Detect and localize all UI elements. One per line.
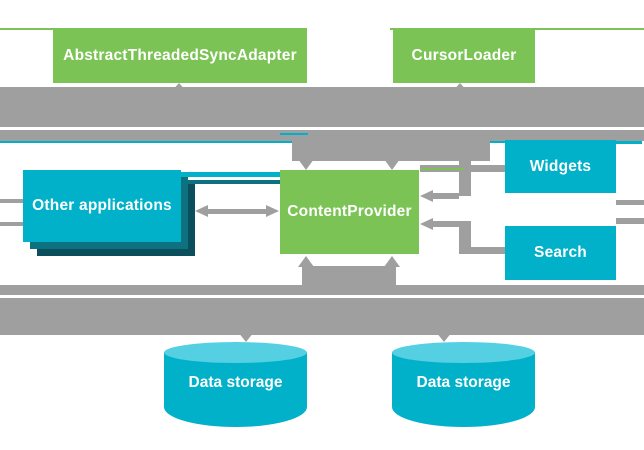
search-arrow-shaft: [431, 221, 459, 227]
search-node: Search: [505, 226, 616, 280]
right-edge-stub-1: [616, 199, 644, 205]
band-gap-line: [0, 126, 644, 130]
abstract-threaded-sync-adapter-node: AbstractThreadedSyncAdapter: [53, 28, 307, 83]
stack-edge-strip-dark: [181, 180, 281, 184]
arrowhead-up-cursorloader: [452, 83, 468, 92]
arrow-band-lower-1: [0, 285, 644, 295]
arrow-band-lower-2: [0, 298, 644, 335]
left-edge-stub-1: [0, 198, 23, 203]
stack-edge-strip-bright: [181, 171, 281, 177]
arrowhead-search-into-contentprovider: [420, 218, 433, 230]
data-storage-left-text: Data storage: [188, 374, 283, 391]
abstract-threaded-sync-adapter-label: AbstractThreadedSyncAdapter: [63, 46, 297, 64]
green-edge-line-connector: [420, 167, 464, 170]
content-provider-label: ContentProvider: [287, 203, 412, 220]
double-arrow-shaft: [205, 208, 268, 214]
green-edge-line-left: [0, 28, 53, 31]
arrowhead-up-contentprovider-1: [298, 256, 314, 267]
arrowhead-down-storage-left: [238, 332, 254, 342]
teal-edge-line-mid: [280, 133, 308, 135]
data-storage-left-label: Data storage: [164, 352, 307, 414]
widgets-node: Widgets: [505, 140, 616, 193]
data-storage-right-text: Data storage: [416, 374, 511, 391]
arrowhead-into-other-applications: [195, 205, 208, 217]
arrow-band-top: [0, 86, 644, 127]
search-label: Search: [534, 244, 587, 261]
widgets-arrow-shaft: [431, 193, 459, 199]
arrowhead-down-contentprovider-2: [384, 158, 400, 170]
other-applications-node: Other applications: [23, 170, 181, 242]
content-provider-node: ContentProvider: [280, 170, 419, 254]
data-storage-right-cylinder-top: [392, 342, 535, 363]
data-storage-right-cylinder-body: [392, 352, 535, 427]
arrowhead-up-syncadapter: [171, 83, 187, 92]
left-edge-stub-2: [0, 221, 23, 226]
arrowhead-down-contentprovider-1: [298, 158, 314, 170]
teal-edge-line-left: [0, 141, 292, 144]
teal-edge-line-right: [616, 140, 642, 144]
widgets-label: Widgets: [529, 157, 592, 175]
arrowhead-down-storage-right: [436, 332, 452, 342]
cursor-loader-label: CursorLoader: [411, 46, 517, 64]
center-connector-block: [292, 130, 490, 161]
data-storage-right-label: Data storage: [392, 352, 535, 414]
search-connector-horizontal: [459, 247, 505, 254]
arrowhead-up-contentprovider-2: [384, 256, 400, 267]
search-connector-vertical: [459, 221, 471, 254]
right-edge-stub-2: [616, 218, 644, 224]
data-storage-left-cylinder-top: [164, 342, 307, 363]
arrowhead-widgets-into-contentprovider: [420, 190, 433, 202]
teal-edge-line-mid2: [490, 141, 505, 144]
other-applications-label: Other applications: [32, 197, 172, 214]
cursor-loader-node: CursorLoader: [393, 28, 535, 83]
arrowhead-into-contentprovider-left: [266, 205, 279, 217]
storage-connector-shaft: [302, 266, 396, 286]
data-storage-left-cylinder-body: [164, 352, 307, 427]
